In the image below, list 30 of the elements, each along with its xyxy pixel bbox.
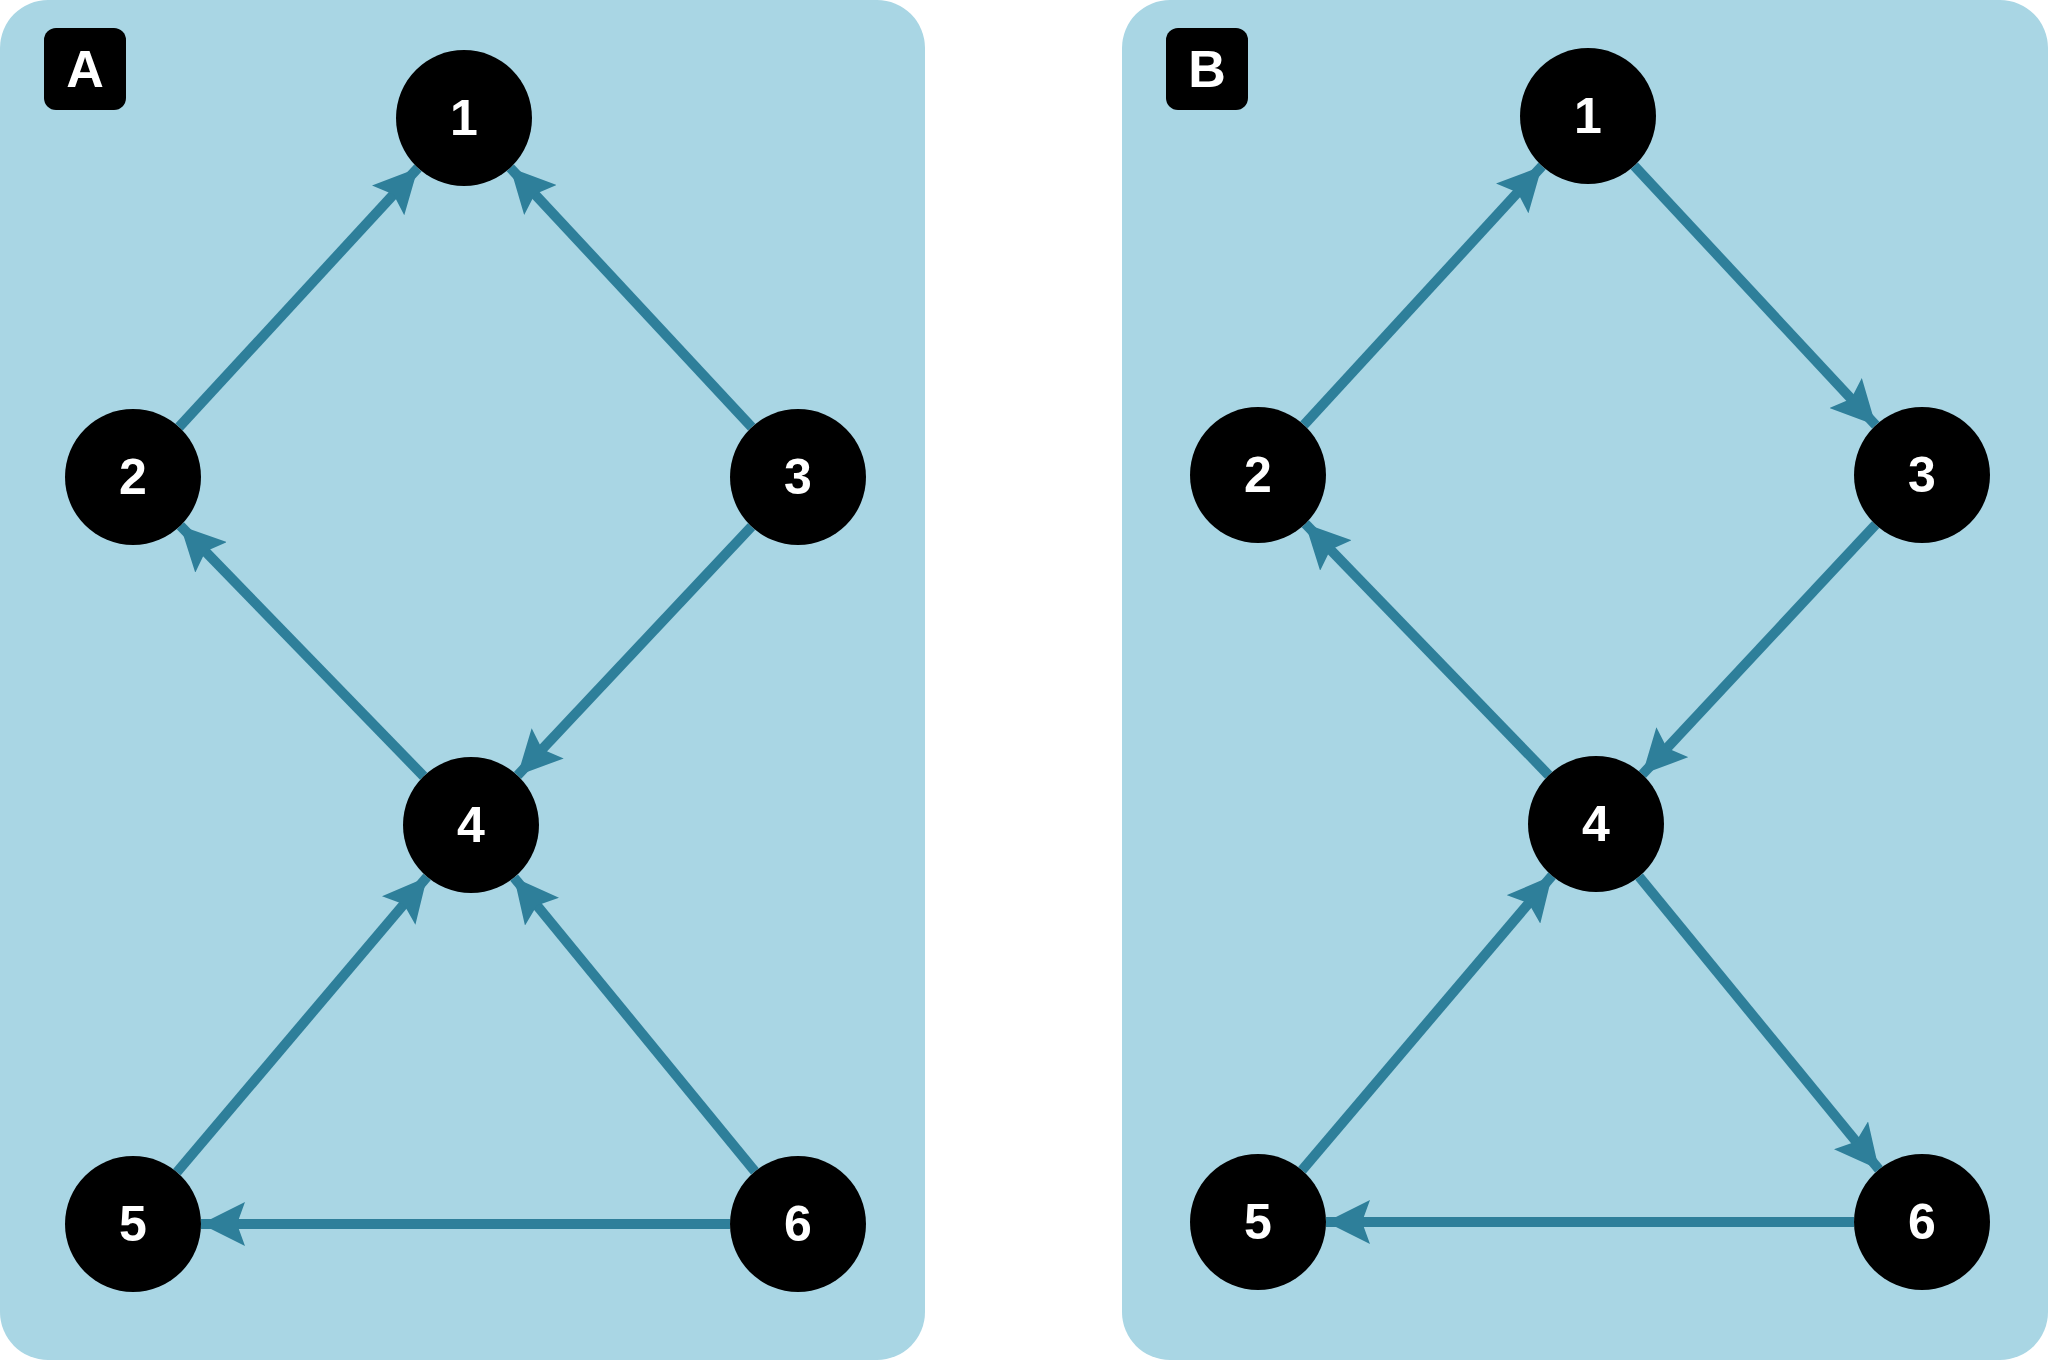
arrow: [513, 523, 756, 779]
panel-letter-label: A: [44, 28, 126, 110]
graph-vertex: 2: [65, 409, 201, 545]
graph-vertex: 3: [1854, 407, 1990, 543]
arrow: [201, 1202, 730, 1246]
graph-vertex: 1: [1520, 48, 1656, 184]
arrow: [1300, 162, 1546, 429]
arrow: [510, 874, 759, 1175]
graph-vertex: 5: [1190, 1154, 1326, 1290]
graph-vertex: 6: [730, 1156, 866, 1292]
arrow: [173, 873, 431, 1176]
arrow: [1638, 521, 1880, 778]
arrow: [506, 164, 756, 431]
graph-vertex: 6: [1854, 1154, 1990, 1290]
arrow: [1298, 872, 1556, 1174]
panel-background: [0, 0, 925, 1360]
arrow: [1301, 520, 1553, 779]
graph-vertex: 4: [1528, 756, 1664, 892]
arrow: [176, 522, 428, 780]
graph-vertex: 1: [396, 50, 532, 186]
panel-letter-label: B: [1166, 28, 1248, 110]
panel-background: [1122, 0, 2048, 1360]
graph-vertex: 3: [730, 409, 866, 545]
arrow: [1635, 873, 1883, 1173]
graph-vertex: 5: [65, 1156, 201, 1292]
arrow: [1326, 1200, 1854, 1244]
graph-vertex: 2: [1190, 407, 1326, 543]
arrow: [1630, 162, 1880, 429]
arrow: [175, 164, 422, 431]
graph-vertex: 4: [403, 757, 539, 893]
